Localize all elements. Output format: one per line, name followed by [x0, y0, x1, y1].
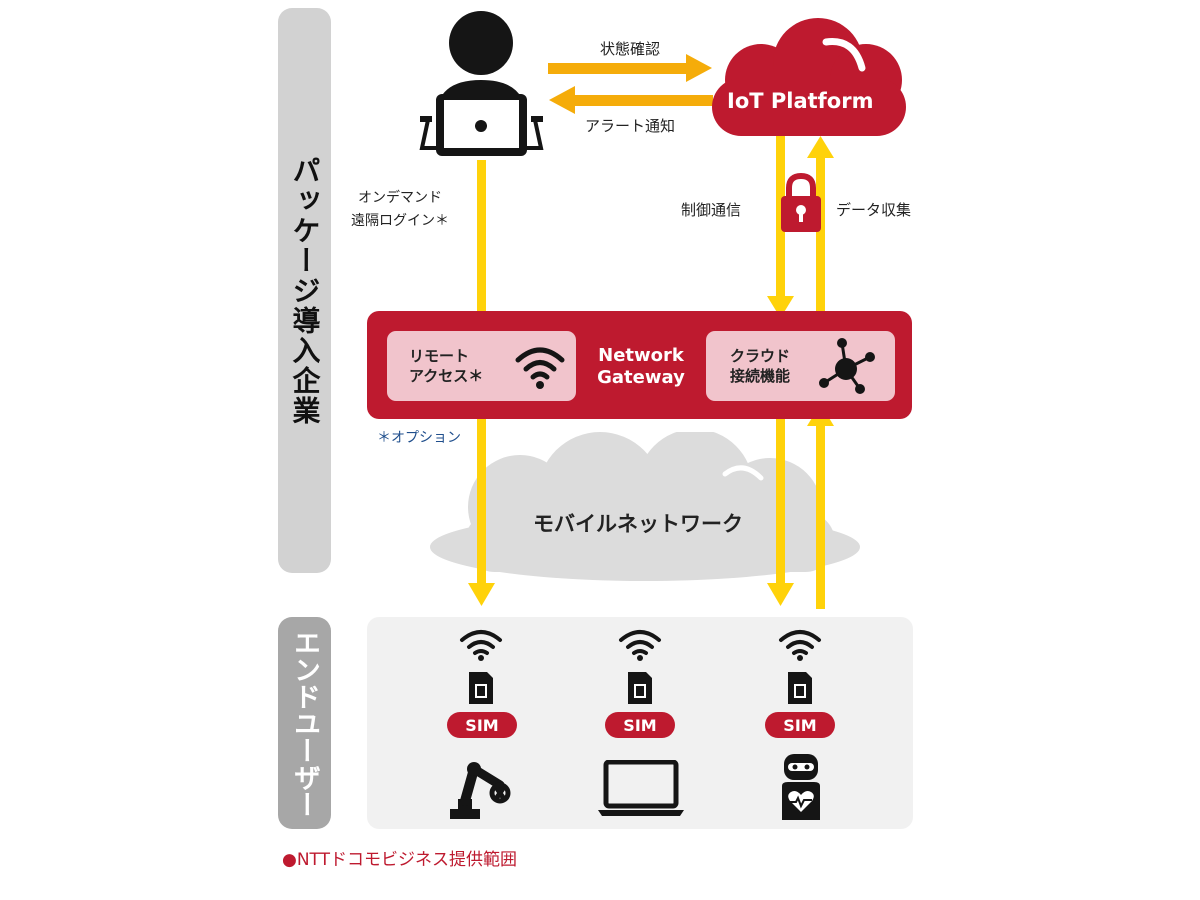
sim-badge: SIM [765, 712, 835, 738]
mobile-network-cloud [430, 432, 860, 581]
user-laptop-icon [419, 11, 544, 156]
legend: ●NTTドコモビジネス提供範囲 [282, 850, 518, 870]
data-collect-arrow-shaft [816, 156, 825, 328]
cloud-connect-label-2: 接続機能 [730, 367, 791, 385]
remote-login-arrow-head [468, 583, 495, 606]
iot-platform-label: IoT Platform [727, 89, 874, 113]
sim-card-icon [469, 672, 493, 704]
cloud-connect-box: クラウド 接続機能 [706, 331, 895, 401]
status-check-arrow [548, 54, 712, 82]
network-gateway-label-2: Gateway [597, 367, 685, 388]
wifi-icon [779, 630, 821, 661]
laptop-icon [598, 760, 684, 816]
network-gateway-label-1: Network [598, 345, 684, 366]
mobile-network-label: モバイルネットワーク [533, 512, 743, 536]
network-gateway: リモート アクセス＊ Network Gateway クラウド 接続機能 [367, 311, 912, 419]
control-arrow-shaft [776, 136, 785, 298]
remote-login-label-1: オンデマンド [358, 190, 442, 206]
remote-access-label-2: アクセス＊ [409, 367, 484, 385]
remote-access-box: リモート アクセス＊ [387, 331, 576, 401]
status-check-label: 状態確認 [600, 40, 661, 58]
sidebar-bottom-label: エンドユーザー [289, 628, 320, 818]
data-collect-label: データ収集 [836, 201, 912, 219]
sidebar-top-label: パッケージ導入企業 [288, 155, 322, 426]
option-note: ＊オプション [377, 430, 461, 446]
alert-notify-label: アラート通知 [585, 117, 676, 135]
care-robot-icon [782, 754, 820, 820]
remote-access-label-1: リモート [409, 347, 470, 365]
mobile-down-arrow-shaft [776, 395, 785, 585]
iot-platform-cloud [712, 18, 906, 136]
wifi-icon [619, 630, 661, 661]
network-hub-icon [819, 338, 875, 394]
control-label: 制御通信 [681, 201, 742, 219]
wifi-icon [515, 347, 565, 389]
sidebar-end-users: エンドユーザー [278, 617, 331, 829]
wifi-icon [460, 630, 502, 661]
sidebar-package-companies: パッケージ導入企業 [278, 8, 331, 573]
cloud-connect-label-1: クラウド [730, 347, 791, 365]
alert-notify-arrow [549, 86, 713, 114]
robot-arm-icon [450, 762, 511, 819]
sim-badge: SIM [605, 712, 675, 738]
sim-card-icon [628, 672, 652, 704]
sim-card-icon [788, 672, 812, 704]
remote-login-label-2: 遠隔ログイン＊ [351, 213, 449, 229]
sim-badge: SIM [447, 712, 517, 738]
lock-icon [781, 172, 821, 232]
mobile-up-arrow-shaft [816, 424, 825, 609]
network-gateway-label: Network Gateway [579, 345, 703, 389]
